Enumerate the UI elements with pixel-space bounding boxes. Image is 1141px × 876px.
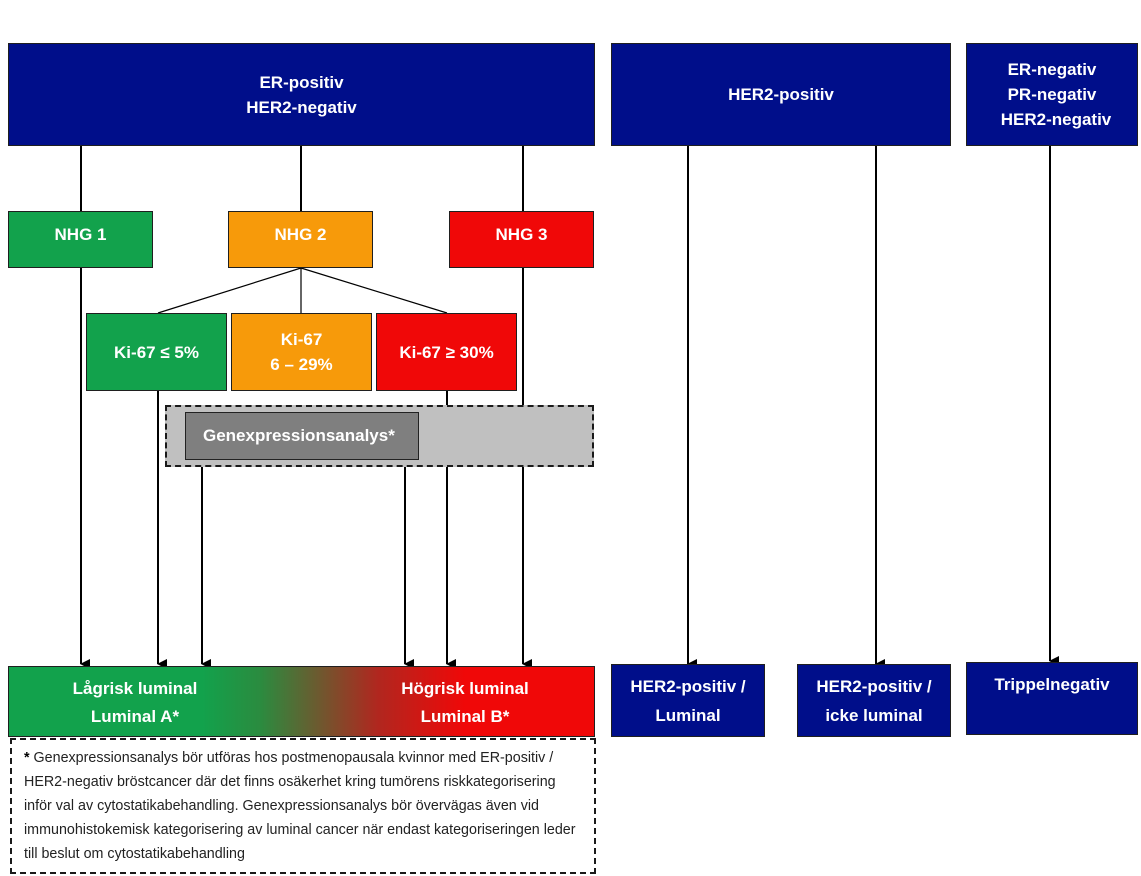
nhg2-label: NHG 2 <box>274 225 327 244</box>
her2-nonluminal-box: HER2-positiv / icke luminal <box>797 664 951 737</box>
header-triple-negative-line1: ER-negativ <box>1007 60 1097 79</box>
nhg1-box: NHG 1 <box>8 211 153 268</box>
header-triple-negative-line3: HER2-negativ <box>1000 110 1112 129</box>
header-triple-negative-line2: PR-negativ <box>1007 85 1097 104</box>
ki67-low-label: Ki-67 ≤ 5% <box>114 342 199 362</box>
header-her2-positive: HER2-positiv <box>611 43 951 146</box>
her2-luminal-line2: Luminal <box>655 705 721 725</box>
footnote-star: * <box>24 750 30 766</box>
header-triple-negative: ER-negativ PR-negativ HER2-negativ <box>966 43 1138 146</box>
high-risk-line1: Högrisk luminal <box>401 679 529 698</box>
low-risk-line1: Lågrisk luminal <box>72 679 198 698</box>
ki67-low-box: Ki-67 ≤ 5% <box>86 313 227 391</box>
high-risk-label: Högrisk luminal Luminal B* <box>385 675 545 731</box>
connector-nhg2-ki-low <box>157 267 302 314</box>
header-her2-positive-line1: HER2-positiv <box>728 85 834 104</box>
ki67-high-label: Ki-67 ≥ 30% <box>399 342 494 362</box>
footnote-box: * Genexpressionsanalys bör utföras hos p… <box>10 738 596 874</box>
ki67-mid-box: Ki-67 6 – 29% <box>231 313 372 391</box>
triple-negative-box: Trippelnegativ <box>966 662 1138 735</box>
her2-luminal-line1: HER2-positiv / <box>630 676 746 696</box>
her2-luminal-box: HER2-positiv / Luminal <box>611 664 765 737</box>
genex-box: Genexpressionsanalys* <box>185 412 419 460</box>
nhg3-box: NHG 3 <box>449 211 594 268</box>
nhg2-box: NHG 2 <box>228 211 373 268</box>
ki67-mid-line1: Ki-67 <box>280 330 323 349</box>
nhg1-label: NHG 1 <box>54 225 107 244</box>
low-risk-line2: Luminal A* <box>90 707 180 726</box>
luminal-risk-bar <box>8 666 595 737</box>
header-er-positive-line1: ER-positiv <box>259 72 344 92</box>
footnote-text: Genexpressionsanalys bör utföras hos pos… <box>24 750 576 862</box>
ki67-high-box: Ki-67 ≥ 30% <box>376 313 517 391</box>
her2-nonluminal-line1: HER2-positiv / <box>816 676 932 696</box>
connector-nhg2-ki-high <box>300 267 448 314</box>
genex-label: Genexpressionsanalys* <box>203 426 395 445</box>
her2-nonluminal-line2: icke luminal <box>825 705 923 725</box>
header-er-positive-line2: HER2-negativ <box>246 97 357 117</box>
triple-negative-label: Trippelnegativ <box>994 675 1110 694</box>
high-risk-line2: Luminal B* <box>420 707 510 726</box>
ki67-mid-line2: 6 – 29% <box>270 355 333 374</box>
header-er-positive: ER-positiv HER2-negativ <box>8 43 595 146</box>
nhg3-label: NHG 3 <box>495 225 548 244</box>
low-risk-label: Lågrisk luminal Luminal A* <box>55 675 215 731</box>
